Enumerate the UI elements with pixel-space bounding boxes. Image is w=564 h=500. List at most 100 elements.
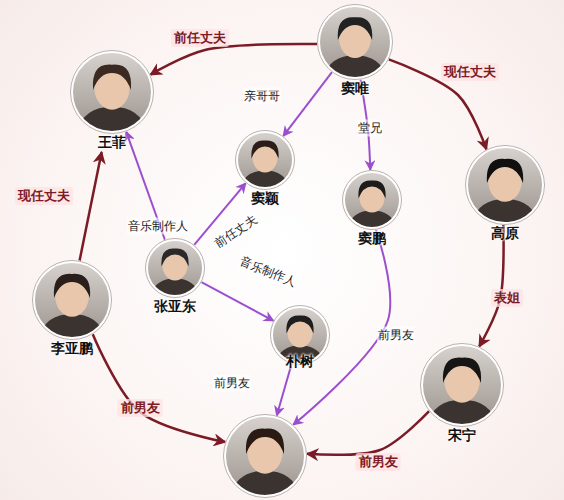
shoulders [229, 471, 300, 498]
photo-illustration [223, 414, 307, 498]
relation-line [201, 282, 273, 321]
photo-outline [236, 131, 295, 190]
shoulders [426, 400, 497, 427]
person-name: 朴树 [286, 353, 314, 371]
photo-border [34, 262, 111, 339]
photo-circle [32, 260, 112, 340]
photo-frame [465, 145, 545, 225]
hair [487, 159, 523, 183]
photo-background [235, 130, 295, 190]
photo-background [420, 343, 504, 427]
hair [286, 315, 313, 333]
photo-frame [420, 343, 504, 427]
photo-illustration [70, 50, 154, 134]
photo-outline [146, 239, 205, 298]
relation-arc [80, 152, 102, 261]
photo-outline [318, 5, 393, 80]
relation-label: 表姐 [491, 289, 523, 307]
shoulders [76, 107, 147, 134]
photo-background [465, 145, 545, 225]
photo-illustration [420, 343, 504, 427]
photo-border [344, 172, 401, 229]
relation-label: 前男友 [356, 453, 401, 471]
relation-arc [150, 44, 317, 75]
photo-circle [223, 414, 307, 498]
photo-outline [343, 171, 402, 230]
photo-frame [145, 238, 205, 298]
relation-label: 现任丈夫 [441, 63, 499, 81]
hair [93, 65, 131, 90]
photo-circle [420, 343, 504, 427]
hair [54, 274, 90, 298]
relation-label: 前男友 [118, 399, 163, 417]
person-node: 李亚鹏 [32, 260, 112, 358]
relation-label: 音乐制作人 [127, 218, 189, 235]
person-node: 窦鹏 [342, 170, 402, 248]
relation-line [277, 364, 292, 416]
relation-arc [479, 225, 503, 347]
photo-border [225, 416, 306, 497]
relation-label: 前男友 [213, 375, 251, 392]
photo-border [319, 6, 392, 79]
photo-frame [70, 50, 154, 134]
photo-border [72, 52, 153, 133]
photo-background [145, 238, 205, 298]
relation-label: 堂兄 [357, 120, 383, 137]
photo-frame [32, 260, 112, 340]
person-name: 王菲 [98, 134, 126, 152]
photo-outline [224, 415, 307, 498]
hair [251, 140, 278, 158]
photo-background [342, 170, 402, 230]
photo-circle [145, 238, 205, 298]
person-name: 窦鹏 [358, 230, 386, 248]
photo-frame [342, 170, 402, 230]
photo-circle [465, 145, 545, 225]
photo-background [223, 414, 307, 498]
shoulders [323, 55, 388, 80]
relation-label: 音乐制作人 [236, 253, 300, 292]
photo-background [32, 260, 112, 340]
relation-line [283, 72, 332, 136]
hair [338, 17, 373, 40]
photo-illustration [145, 238, 205, 298]
photo-frame [223, 414, 307, 498]
photo-border [237, 132, 294, 189]
hair [246, 429, 284, 454]
person-node: 宋宁 [420, 343, 504, 445]
person-name: 宋宁 [448, 427, 476, 445]
photo-outline [33, 261, 112, 340]
hair [161, 248, 188, 266]
photo-circle [70, 50, 154, 134]
relation-arc [307, 411, 429, 455]
person-node: 王菲 [70, 50, 154, 152]
photo-outline [71, 51, 154, 134]
photo-outline [466, 146, 545, 225]
person-name: 窦唯 [341, 80, 369, 98]
relation-label: 现任丈夫 [15, 187, 73, 205]
photo-outline [421, 344, 504, 427]
person-node: 张亚东 [145, 238, 205, 316]
relation-label: 亲哥哥 [243, 88, 281, 105]
photo-illustration [465, 145, 545, 225]
photo-background [70, 50, 154, 134]
person-node [223, 414, 307, 498]
person-node: 高原 [465, 145, 545, 243]
person-name: 李亚鹏 [51, 340, 93, 358]
shoulders [471, 199, 539, 225]
photo-circle [317, 4, 393, 80]
person-name: 窦颖 [251, 190, 279, 208]
photo-border [147, 240, 204, 297]
person-node: 窦唯 [317, 4, 393, 98]
photo-circle [235, 130, 295, 190]
person-node: 朴树 [270, 305, 330, 371]
relation-label: 前任丈夫 [171, 29, 229, 47]
shoulders [38, 314, 106, 340]
relation-label: 前男友 [377, 327, 415, 344]
person-node: 窦颖 [235, 130, 295, 208]
photo-circle [342, 170, 402, 230]
photo-background [317, 4, 393, 80]
hair [358, 180, 385, 198]
photo-illustration [342, 170, 402, 230]
photo-illustration [317, 4, 393, 80]
